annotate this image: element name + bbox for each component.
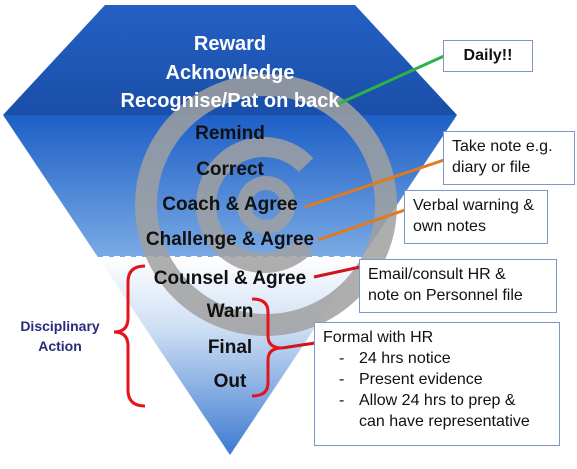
- formal-item: Present evidence: [323, 369, 551, 390]
- note-take-note-line-1: Take note e.g.: [452, 138, 553, 155]
- tier-reward: Reward: [193, 33, 267, 55]
- note-formal: Formal with HR 24 hrs notice Present evi…: [314, 322, 560, 446]
- note-formal-title: Formal with HR: [323, 329, 434, 346]
- formal-item-continued: can have representative: [359, 413, 530, 430]
- note-daily: Daily!!: [443, 40, 533, 72]
- tier-remind: Remind: [195, 123, 265, 144]
- top-band: [3, 5, 457, 115]
- verbal-arrow: [317, 208, 406, 242]
- daily-arrow: [337, 54, 445, 106]
- note-verbal-line-1: Verbal warning &: [413, 197, 534, 214]
- disciplinary-action-label: Disciplinary Action: [14, 316, 106, 356]
- note-verbal-line-2: own notes: [413, 218, 486, 235]
- side-label-line-2: Action: [38, 338, 82, 354]
- formal-arrow: [281, 341, 316, 350]
- note-verbal: Verbal warning & own notes: [404, 190, 548, 244]
- tier-recognise: Recognise/Pat on back: [120, 90, 340, 112]
- tier-correct: Correct: [196, 159, 264, 180]
- note-email-line-1: Email/consult HR &: [368, 266, 506, 283]
- note-email: Email/consult HR & note on Personnel fil…: [359, 259, 557, 313]
- formal-item: 24 hrs notice: [323, 348, 551, 369]
- note-email-line-2: note on Personnel file: [368, 287, 523, 304]
- tier-counsel-agree: Counsel & Agree: [153, 268, 307, 289]
- tier-coach-agree: Coach & Agree: [162, 194, 298, 215]
- note-take-note-line-2: diary or file: [452, 159, 531, 176]
- disciplinary-bracket: [113, 264, 146, 408]
- tier-challenge-agree: Challenge & Agree: [145, 229, 315, 250]
- email-arrow: [313, 265, 361, 279]
- tier-acknowledge: Acknowledge: [165, 62, 295, 84]
- formal-list: 24 hrs notice Present evidence Allow 24 …: [323, 348, 551, 432]
- tier-warn: Warn: [206, 301, 254, 322]
- tier-out: Out: [213, 371, 247, 392]
- formal-item: Allow 24 hrs to prep &: [323, 390, 551, 411]
- note-take-note: Take note e.g. diary or file: [443, 131, 575, 185]
- copyright-symbol-icon: [135, 74, 397, 336]
- tier-final: Final: [207, 337, 253, 358]
- side-label-line-1: Disciplinary: [20, 318, 100, 334]
- take-note-arrow: [304, 158, 445, 209]
